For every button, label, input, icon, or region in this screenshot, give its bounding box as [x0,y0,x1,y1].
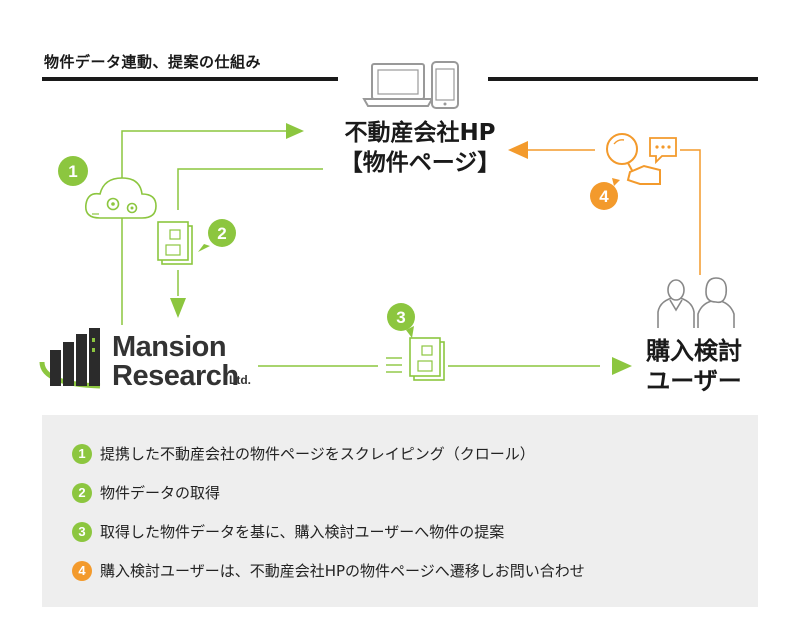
users-icon [657,277,735,328]
buyer-title-line1: 購入検討 [646,337,742,365]
legend-text: 取得した物件データを基に、購入検討ユーザーへ物件の提案 [100,523,505,541]
step-4-marker: 4 [590,178,620,210]
buyer-title-line2: ユーザー [646,367,742,395]
orange-flow-lines [526,149,701,275]
legend-item: 4 購入検討ユーザーは、不動産会社HPの物件ページへ遷移しお問い合わせ [72,560,585,581]
header-rule-left [42,77,338,81]
arrow-to-hp [286,123,304,139]
building-logo-icon [39,328,101,389]
legend-item: 1 提携した不動産会社の物件ページをスクレイピング（クロール） [72,443,535,464]
step-3-marker: 3 [387,303,415,338]
legend-number: 3 [72,521,92,542]
legend-number: 4 [72,560,92,581]
legend-item: 2 物件データの取得 [72,482,220,503]
document-icon [386,337,445,381]
magnifier-icon [606,133,661,185]
logo-text-mansion: Mansion [112,331,227,363]
legend-item: 3 取得した物件データを基に、購入検討ユーザーへ物件の提案 [72,521,504,542]
arrow-to-logo [170,298,186,318]
logo-text-research: Research [112,360,239,392]
svg-text:4: 4 [599,187,609,206]
legend-text: 購入検討ユーザーは、不動産会社HPの物件ページへ遷移しお問い合わせ [100,562,585,580]
arrow-to-buyer [612,357,632,375]
logo-text-ltd: Ltd. [229,373,251,387]
document-icon [157,221,193,265]
devices-icon [362,61,459,109]
green-flow-lines [121,130,600,367]
arrow-to-hp-orange [508,141,528,159]
hp-title-line2: 【物件ページ】 [339,150,501,176]
section-title: 物件データ連動、提案の仕組み [44,53,262,71]
legend-text: 提携した不動産会社の物件ページをスクレイピング（クロール） [100,445,535,463]
hp-node-title: 不動産会社HP 【物件ページ】 [300,118,540,178]
legend-number: 1 [72,443,92,464]
legend-box: 1 提携した不動産会社の物件ページをスクレイピング（クロール） 2 物件データの… [42,415,758,607]
svg-text:1: 1 [68,162,77,181]
legend-text: 物件データの取得 [100,484,221,502]
svg-text:3: 3 [396,308,405,327]
svg-text:2: 2 [217,224,226,243]
buyer-node-title: 購入検討 ユーザー [632,336,756,396]
cloud-gears-icon [84,177,157,219]
header-rule-right [488,77,758,81]
chat-bubble-icon [649,137,677,165]
step-1-marker: 1 [58,156,88,186]
legend-number: 2 [72,482,92,503]
step-2-marker: 2 [198,219,236,252]
hp-title-line1: 不動産会社HP [344,120,496,146]
